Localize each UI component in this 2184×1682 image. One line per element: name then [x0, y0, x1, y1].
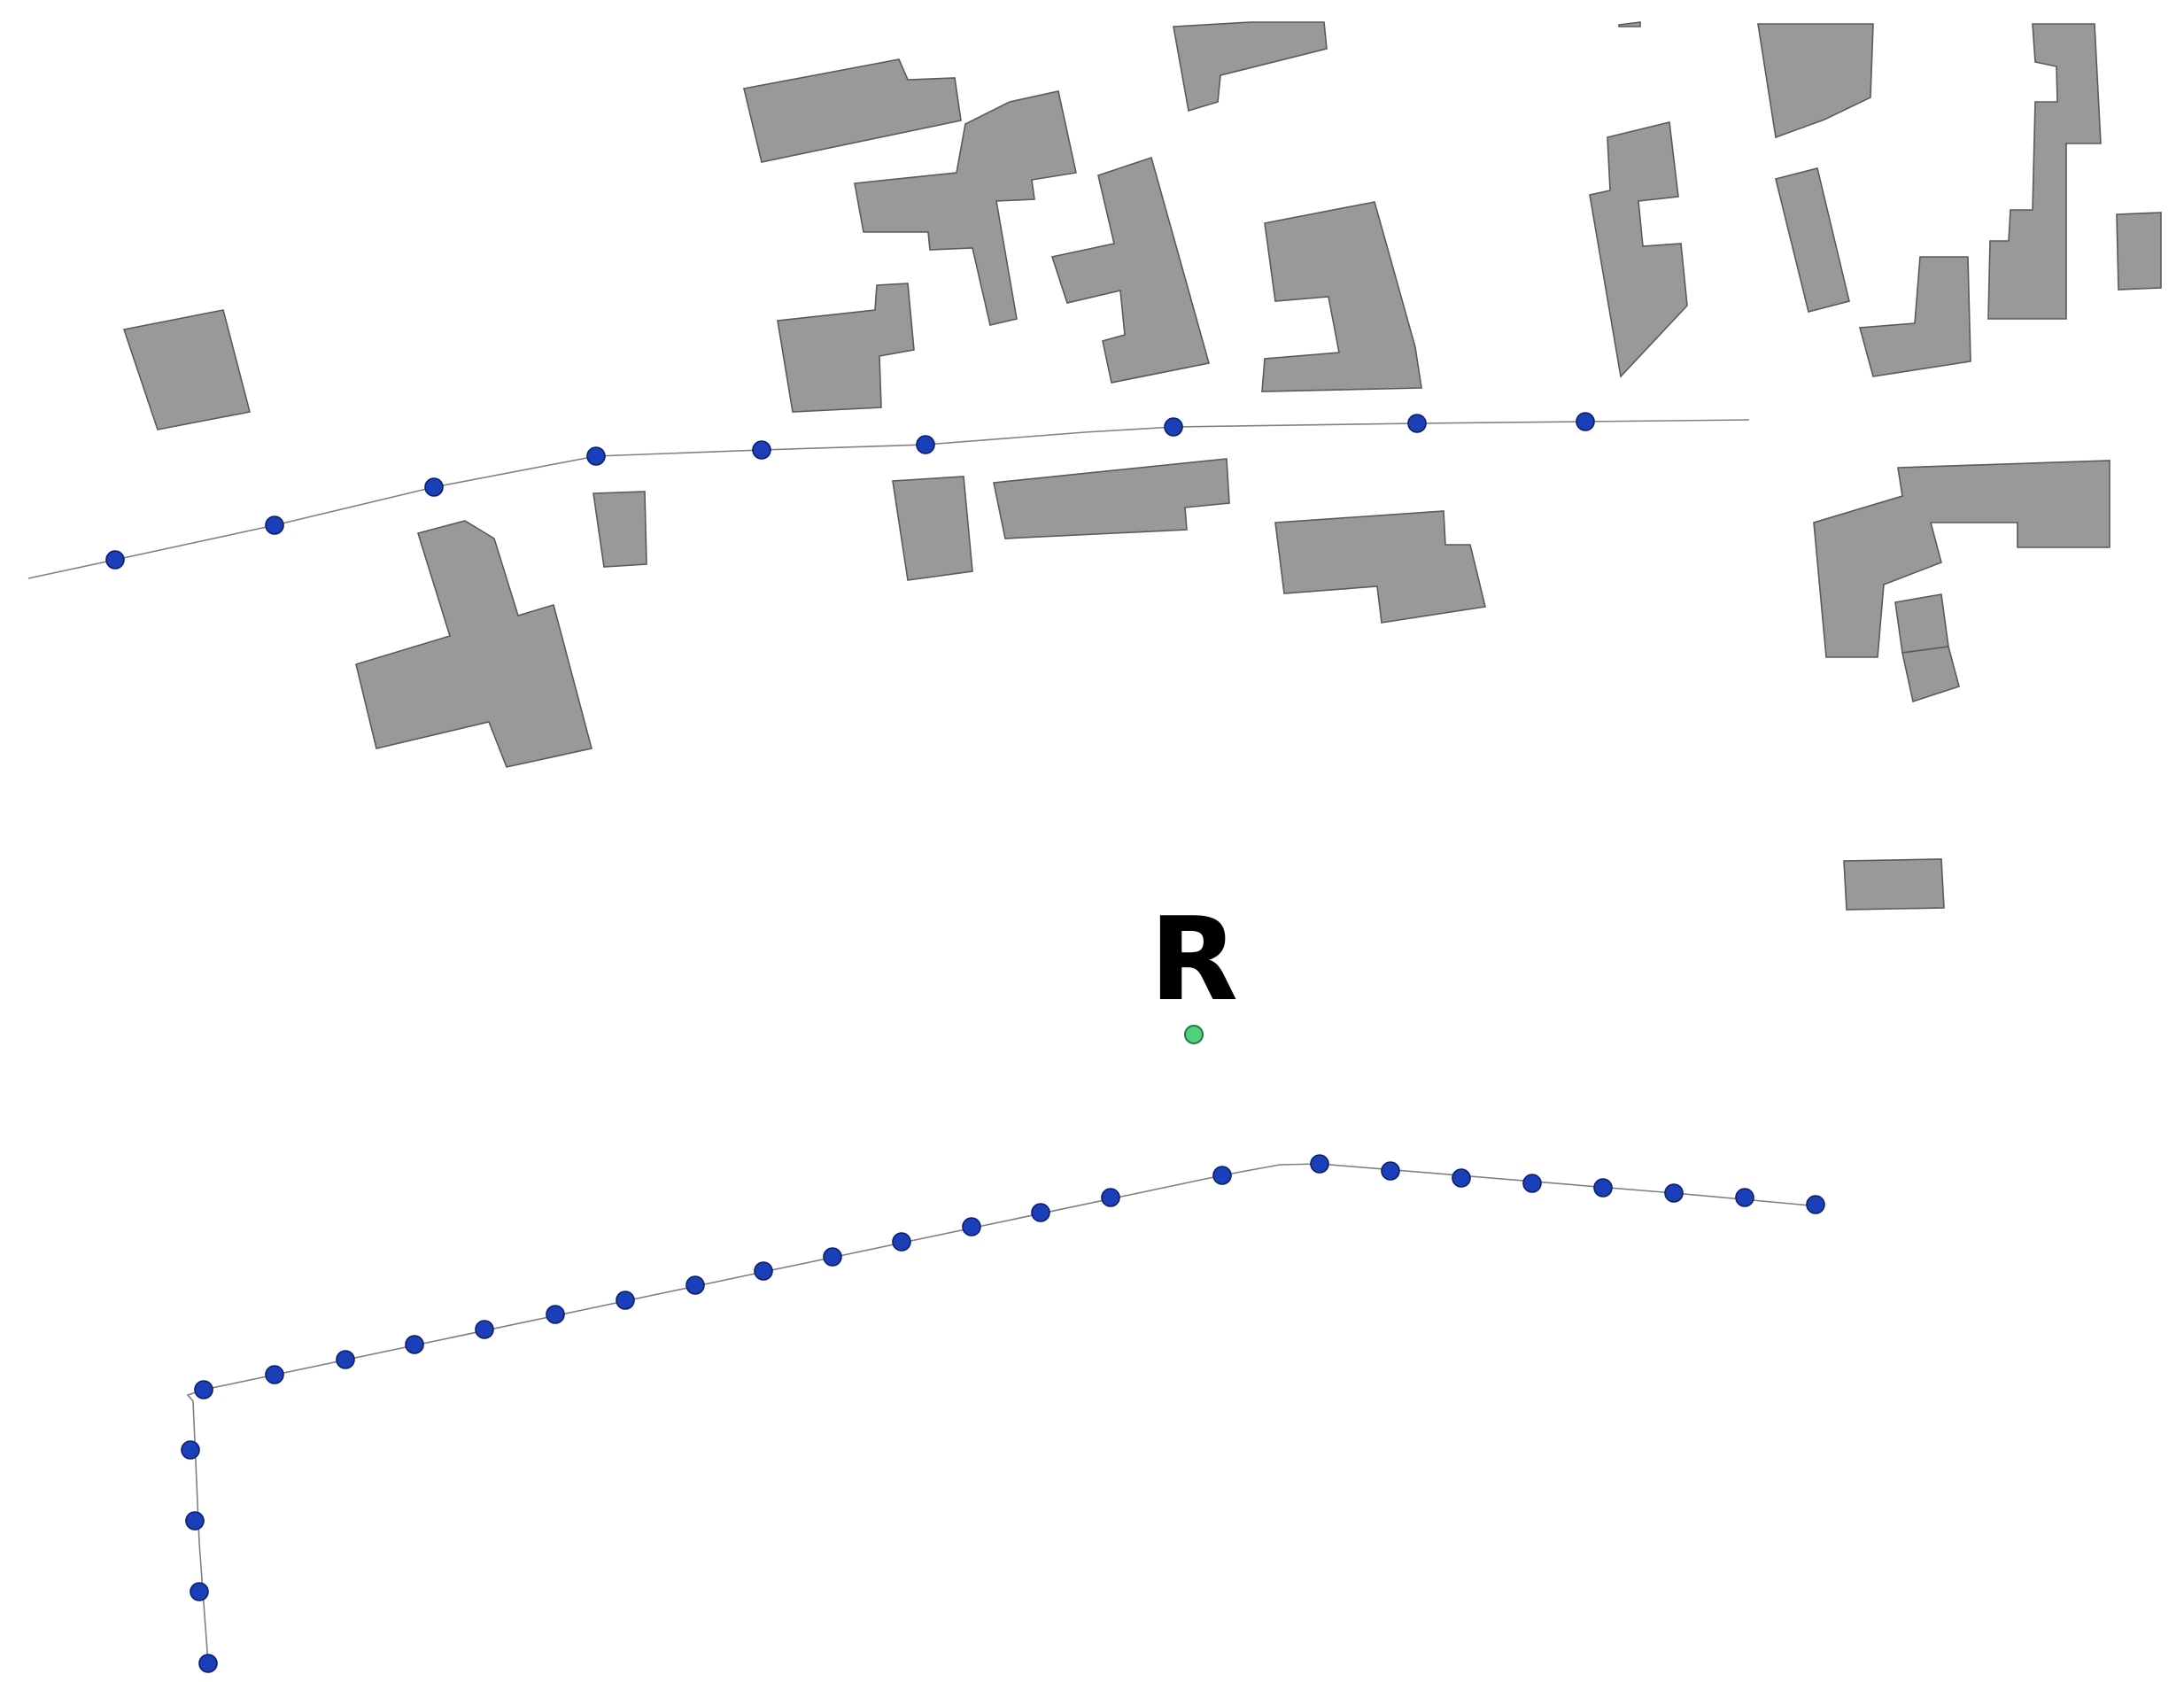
- source-point[interactable]: [1735, 1188, 1754, 1207]
- building: [122, 309, 251, 430]
- source-point[interactable]: [1164, 417, 1183, 437]
- building: [1894, 593, 1949, 654]
- road-south: [186, 1163, 1821, 1664]
- building: [777, 283, 915, 413]
- source-point[interactable]: [754, 1261, 773, 1281]
- source-point[interactable]: [265, 515, 284, 535]
- source-point[interactable]: [823, 1247, 842, 1267]
- building: [1858, 256, 1971, 377]
- source-point[interactable]: [198, 1654, 218, 1673]
- source-point[interactable]: [181, 1440, 200, 1460]
- building: [1274, 510, 1486, 624]
- source-point[interactable]: [1593, 1178, 1613, 1198]
- building: [355, 520, 592, 768]
- source-point[interactable]: [336, 1350, 355, 1369]
- source-point[interactable]: [265, 1365, 284, 1384]
- road-north: [27, 419, 1750, 579]
- source-point[interactable]: [190, 1582, 209, 1601]
- building: [1813, 460, 2110, 658]
- source-point[interactable]: [962, 1217, 981, 1236]
- receiver-point[interactable]: [1184, 1025, 1204, 1044]
- source-point[interactable]: [1452, 1168, 1471, 1188]
- building: [1775, 167, 1850, 313]
- building: [2116, 212, 2162, 291]
- roads-layer: [27, 419, 1821, 1664]
- source-point[interactable]: [1407, 414, 1427, 433]
- building: [1589, 121, 1688, 378]
- source-point[interactable]: [1031, 1203, 1050, 1222]
- source-points-layer: [105, 412, 1825, 1673]
- source-point[interactable]: [475, 1320, 494, 1339]
- source-point[interactable]: [405, 1335, 424, 1354]
- source-point[interactable]: [194, 1380, 213, 1399]
- source-point[interactable]: [1576, 412, 1595, 431]
- source-point[interactable]: [1664, 1183, 1684, 1203]
- source-point[interactable]: [105, 550, 125, 570]
- source-point[interactable]: [752, 440, 771, 460]
- source-point[interactable]: [1522, 1174, 1542, 1193]
- source-point[interactable]: [185, 1511, 205, 1531]
- source-point[interactable]: [1381, 1161, 1400, 1181]
- source-point[interactable]: [1806, 1195, 1825, 1214]
- building: [1050, 156, 1211, 384]
- building: [1757, 23, 1874, 139]
- buildings-layer: [122, 21, 2162, 911]
- source-point[interactable]: [685, 1275, 705, 1295]
- source-point[interactable]: [586, 446, 606, 466]
- building: [743, 58, 962, 163]
- receiver-label: R: [1150, 892, 1238, 1027]
- building: [1618, 21, 1641, 27]
- building: [1901, 646, 1960, 703]
- building: [592, 491, 647, 568]
- source-point[interactable]: [616, 1291, 635, 1310]
- receiver-layer: R: [1150, 892, 1238, 1044]
- building: [892, 476, 973, 581]
- source-point[interactable]: [1212, 1166, 1232, 1185]
- building: [1843, 858, 1945, 911]
- source-point[interactable]: [1310, 1154, 1329, 1174]
- building: [1261, 201, 1422, 392]
- source-point[interactable]: [892, 1232, 911, 1252]
- source-point[interactable]: [916, 435, 935, 454]
- building: [993, 458, 1230, 539]
- building: [854, 90, 1077, 326]
- source-point[interactable]: [424, 477, 444, 497]
- building: [1987, 23, 2102, 320]
- source-point[interactable]: [546, 1305, 565, 1324]
- building: [1173, 21, 1328, 112]
- source-point[interactable]: [1101, 1188, 1120, 1207]
